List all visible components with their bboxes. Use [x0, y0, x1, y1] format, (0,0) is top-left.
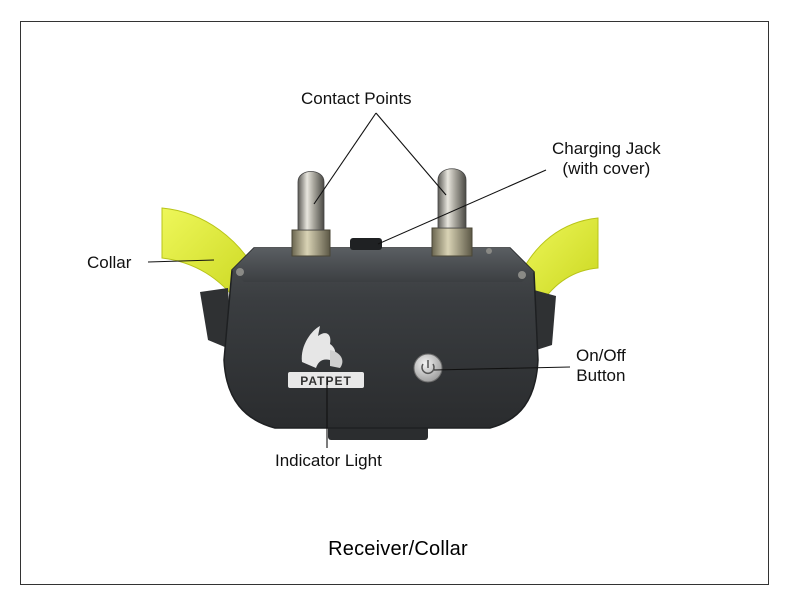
label-collar: Collar: [87, 253, 132, 272]
screw-top-right: [486, 248, 492, 254]
figure-caption: Receiver/Collar: [328, 538, 468, 560]
contact-point-right: [431, 168, 473, 257]
leader-contact-right: [375, 112, 447, 196]
patpet-logo: PATPET: [288, 326, 364, 388]
brand-logo-text: PATPET: [300, 374, 352, 388]
label-charging-jack: Charging Jack (with cover): [552, 139, 661, 179]
label-contact-points: Contact Points: [301, 89, 412, 108]
strap-clamp-left: [200, 288, 232, 350]
leader-collar: [147, 259, 215, 263]
label-on-off-line1: On/Off: [576, 346, 626, 365]
charging-jack-cover: [350, 238, 382, 250]
leader-charging-jack: [377, 169, 547, 245]
leader-on-off: [433, 366, 571, 371]
label-on-off: On/Off Button: [576, 346, 626, 386]
leader-contact-left: [313, 112, 377, 205]
label-charging-jack-line2: (with cover): [562, 159, 651, 178]
contact-point-left: [291, 171, 331, 257]
label-indicator-light: Indicator Light: [275, 451, 382, 470]
screw-right: [518, 271, 526, 279]
power-icon: [421, 363, 435, 374]
label-charging-jack-line1: Charging Jack: [552, 139, 661, 158]
leader-lines: [147, 112, 571, 448]
screw-left: [236, 268, 244, 276]
label-on-off-line2: Button: [576, 366, 626, 385]
on-off-button: [413, 353, 443, 383]
